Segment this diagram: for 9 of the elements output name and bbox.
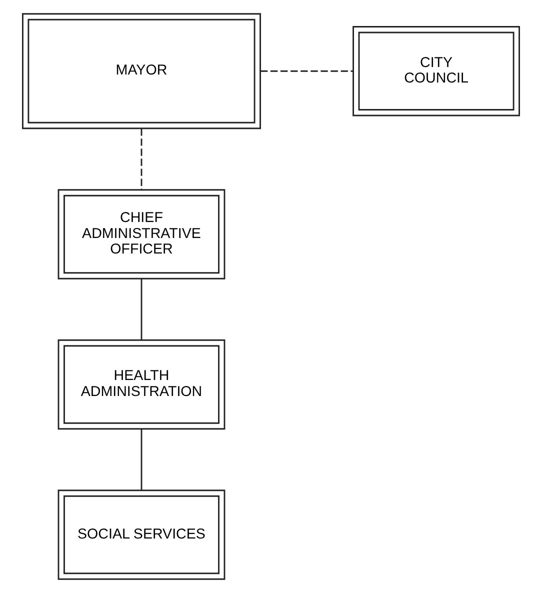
node-box: CITY COUNCIL — [352, 26, 520, 116]
node-box: MAYOR — [22, 13, 260, 130]
connector — [260, 70, 352, 72]
node-box: HEALTH ADMINISTRATION — [57, 339, 225, 430]
node-box: CHIEF ADMINISTRATIVE OFFICER — [57, 189, 225, 280]
connector — [140, 429, 142, 490]
connector — [140, 128, 142, 190]
node-box: SOCIAL SERVICES — [57, 490, 225, 580]
connector — [140, 278, 142, 340]
